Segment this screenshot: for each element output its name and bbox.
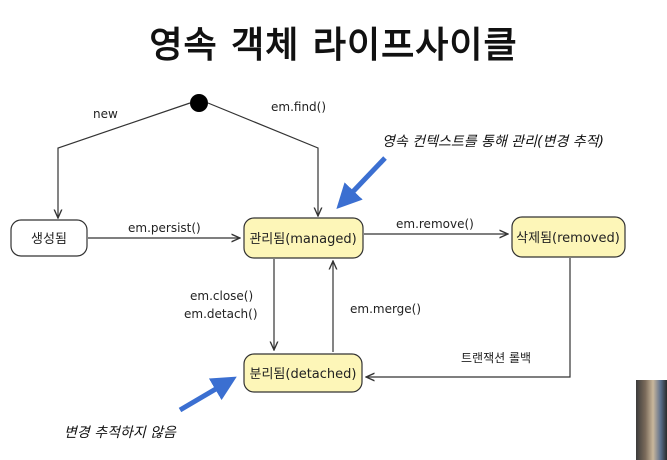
edge-rollback: [366, 258, 571, 377]
label-find: em.find(): [271, 100, 326, 114]
edge-find: [207, 102, 318, 216]
page-title: 영속 객체 라이프사이클: [149, 25, 518, 66]
label-merge: em.merge(): [350, 302, 421, 316]
label-remove: em.remove(): [396, 217, 474, 231]
label-close: em.close(): [190, 289, 253, 303]
state-detached: [243, 353, 363, 393]
initial-state-dot: [190, 94, 208, 112]
label-detach: em.detach(): [184, 307, 258, 321]
blue-arrow-managed: [336, 156, 387, 210]
blue-arrow-detached: [178, 376, 237, 413]
state-detached-label: 분리됨(detached): [250, 367, 357, 382]
state-managed: [243, 217, 364, 259]
label-persist: em.persist(): [128, 221, 201, 235]
label-new: new: [93, 107, 118, 121]
annotation-managed: 영속 컨텍스트를 통해 관리(변경 추적): [382, 134, 604, 150]
state-removed: [511, 216, 626, 258]
state-new-label: 생성됨: [31, 232, 67, 247]
webcam-thumbnail: [636, 380, 667, 460]
annotation-detached: 변경 추적하지 않음: [64, 425, 177, 441]
state-removed-label: 삭제됨(removed): [516, 231, 620, 246]
edge-new: [58, 102, 191, 218]
label-rollback: 트랜잭션 롤백: [461, 351, 531, 365]
state-managed-label: 관리됨(managed): [249, 232, 356, 247]
state-new: [10, 219, 88, 257]
